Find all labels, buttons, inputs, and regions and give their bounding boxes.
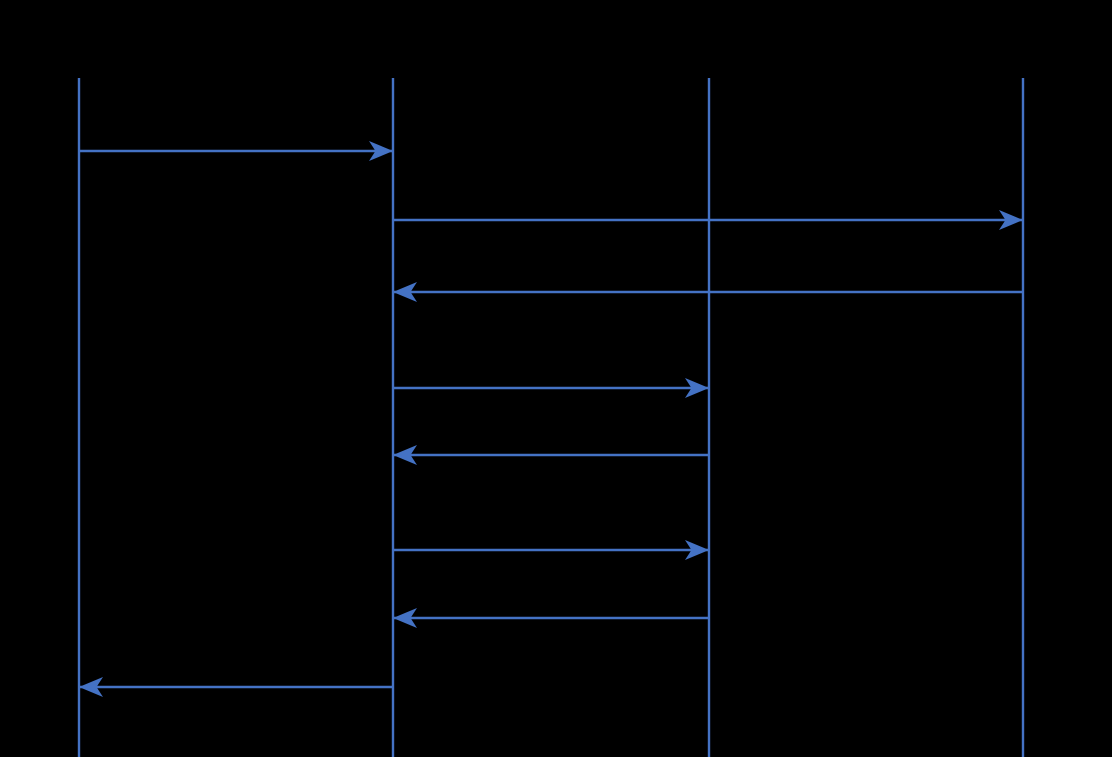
lifelines-group — [77, 78, 1025, 757]
messages-group — [79, 141, 1023, 697]
